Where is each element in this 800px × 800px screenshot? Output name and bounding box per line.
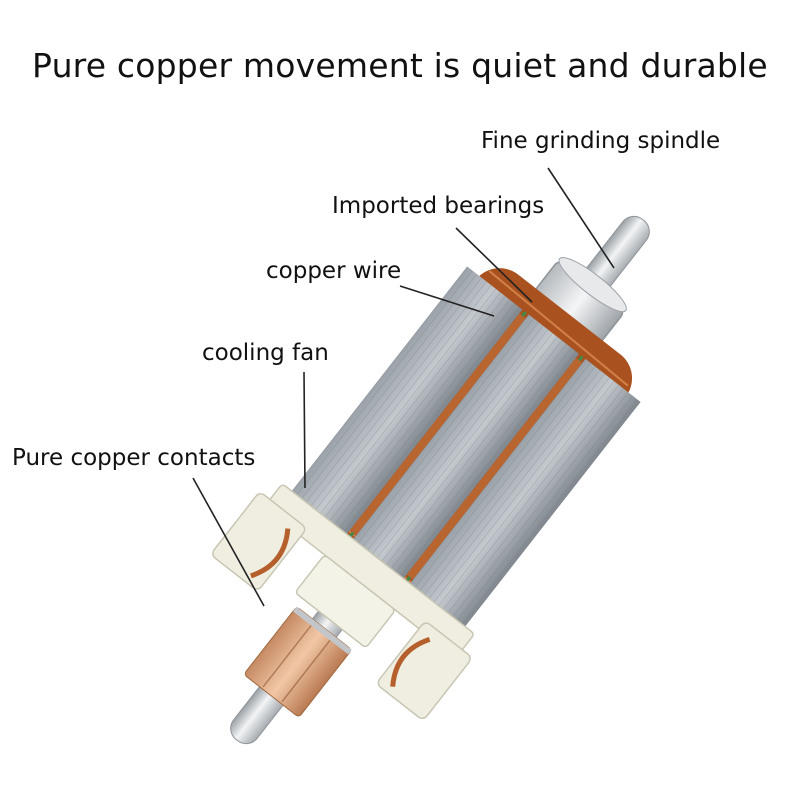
leader-lines bbox=[192, 167, 615, 607]
callout-copper-wire: copper wire bbox=[266, 258, 402, 284]
leader-contacts bbox=[192, 477, 265, 607]
leader-copper-wire bbox=[399, 285, 495, 317]
leader-bearings bbox=[455, 227, 533, 303]
headline: Pure copper movement is quiet and durabl… bbox=[32, 46, 768, 85]
callout-bearings: Imported bearings bbox=[332, 193, 545, 219]
leader-spindle bbox=[547, 167, 615, 269]
leader-cooling-fan bbox=[303, 371, 306, 489]
callout-contacts: Pure copper contacts bbox=[12, 445, 256, 471]
callout-cooling-fan: cooling fan bbox=[202, 340, 329, 366]
callout-spindle: Fine grinding spindle bbox=[481, 128, 721, 154]
